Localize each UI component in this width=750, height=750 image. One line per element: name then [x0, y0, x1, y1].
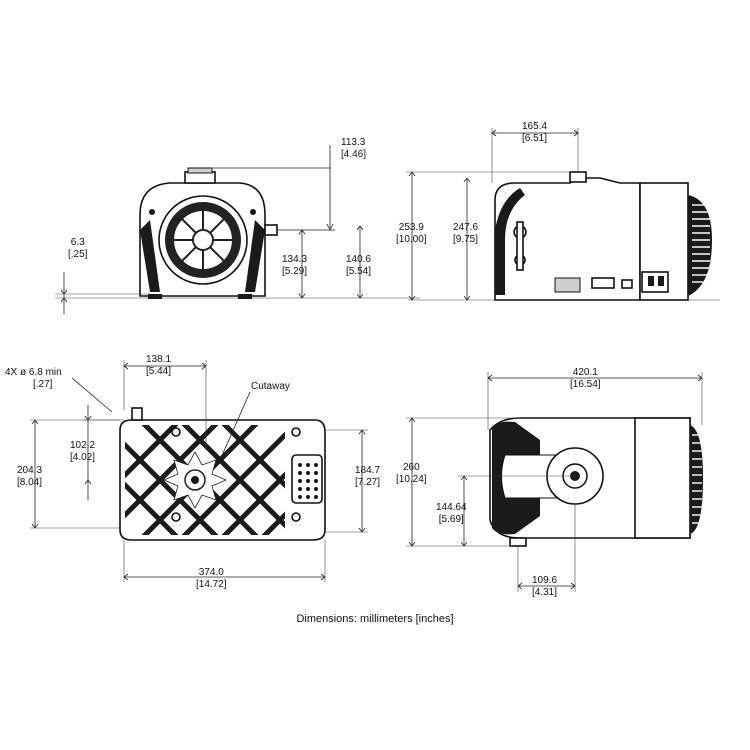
- dim-side-body-height: 247.6[9.75]: [453, 222, 479, 245]
- dim-bottom-inlet-offset: 138.1[5.44]: [146, 354, 172, 377]
- bottom-view: [30, 360, 368, 582]
- dim-front-top-height: 113.3[4.46]: [341, 137, 367, 160]
- dim-front-port-height: 140.6[5.54]: [346, 254, 372, 277]
- cutaway-label: Cutaway: [251, 381, 290, 392]
- dim-bottom-overall-width: 204.3[8.04]: [17, 465, 43, 488]
- dim-top-overall-depth: 260[10.24]: [396, 462, 427, 485]
- dim-bottom-overall-length: 374.0[14.72]: [196, 567, 227, 590]
- dim-side-inlet-offset: 165.4[6.51]: [522, 121, 548, 144]
- dim-front-inlet-height: 134.3[5.29]: [282, 254, 308, 277]
- dim-front-foot: 6.3[.25]: [68, 237, 88, 260]
- dim-top-port-offset: 109.6[4.31]: [532, 575, 558, 598]
- dim-bottom-foot-spacing-2: 184.7[7.27]: [355, 465, 381, 488]
- side-view: [406, 128, 720, 301]
- dim-bottom-foot-spacing: 102.2[4.02]: [70, 440, 96, 463]
- dim-top-inlet-depth: 144.64[5.69]: [436, 502, 467, 525]
- dim-bottom-hole-note: 4X ø 6.8 min [.27]: [5, 367, 62, 390]
- top-view: [406, 372, 703, 592]
- dim-top-overall-length: 420.1[16.54]: [570, 367, 601, 390]
- front-view: [55, 145, 420, 314]
- dim-side-overall-height: 253.9[10.00]: [396, 222, 427, 245]
- units-caption: Dimensions: millimeters [inches]: [296, 613, 454, 625]
